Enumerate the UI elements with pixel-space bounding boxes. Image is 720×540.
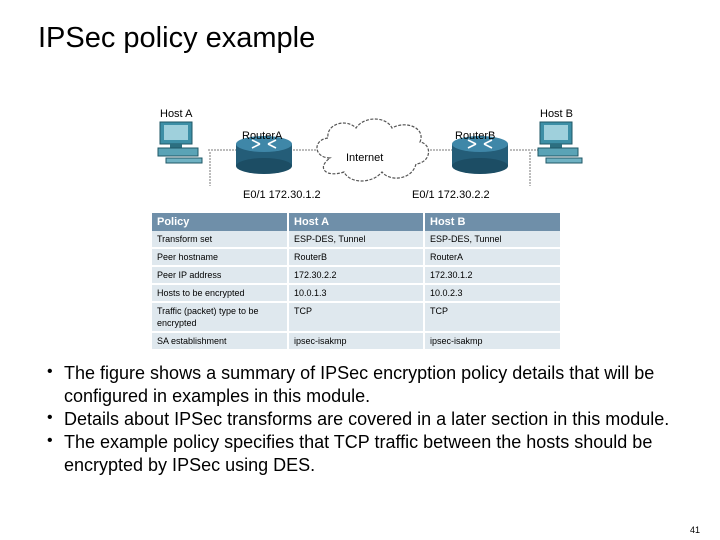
computer-icon [537, 121, 583, 164]
bullet-icon: • [47, 432, 53, 449]
topology-graphic [157, 118, 583, 186]
router-icon [236, 136, 292, 174]
router-a-label: RouterA [242, 130, 283, 142]
table-cell: 172.30.1.2 [424, 266, 562, 285]
table-row: Transform set ESP-DES, Tunnel ESP-DES, T… [152, 231, 562, 249]
table-row: SA establishment ipsec-isakmp ipsec-isak… [152, 332, 562, 351]
column-header: Host A [288, 213, 425, 231]
table-cell: Transform set [152, 231, 289, 249]
table-cell: 10.0.2.3 [424, 284, 562, 303]
bullet-text: The example policy specifies that TCP tr… [64, 432, 653, 475]
table-row: Traffic (packet) type to be encrypted TC… [152, 302, 562, 333]
bullet-icon: • [47, 363, 53, 380]
network-diagram [150, 100, 586, 346]
table-cell: 10.0.1.3 [288, 284, 425, 303]
table-cell: ESP-DES, Tunnel [424, 231, 562, 249]
host-a-label: Host A [160, 108, 193, 120]
table-cell: TCP [288, 302, 425, 333]
host-b-label: Host B [540, 108, 574, 120]
interface-b-label: E0/1 172.30.2.2 [412, 189, 490, 201]
interface-a-label: E0/1 172.30.1.2 [243, 189, 321, 201]
table-row: Peer hostname RouterB RouterA [152, 248, 562, 267]
cloud-icon [316, 118, 430, 182]
table-cell: Traffic (packet) type to be encrypted [152, 302, 289, 333]
table-cell: Hosts to be encrypted [152, 284, 289, 303]
table-cell: Peer hostname [152, 248, 289, 267]
table-cell: SA establishment [152, 332, 289, 351]
table-cell: 172.30.2.2 [288, 266, 425, 285]
column-header: Host B [424, 213, 562, 231]
column-header: Policy [152, 213, 289, 231]
policy-table: Policy Host A Host B Transform set ESP-D… [152, 213, 562, 351]
table-cell: RouterB [288, 248, 425, 267]
table-header-row: Policy Host A Host B [152, 213, 562, 231]
bullet-text: Details about IPSec transforms are cover… [64, 409, 670, 429]
slide-title: IPSec policy example [38, 22, 316, 54]
bullet-icon: • [47, 409, 53, 426]
bullet-item: • The figure shows a summary of IPSec enc… [47, 362, 710, 408]
bullet-text: The figure shows a summary of IPSec encr… [64, 363, 655, 406]
table-cell: RouterA [424, 248, 562, 267]
computer-icon [157, 121, 203, 164]
table-cell: ESP-DES, Tunnel [288, 231, 425, 249]
bullet-item: • The example policy specifies that TCP t… [47, 431, 710, 477]
router-icon [452, 136, 508, 174]
page-number: 41 [690, 525, 701, 535]
link-lines [208, 149, 540, 186]
table-row: Peer IP address 172.30.2.2 172.30.1.2 [152, 266, 562, 285]
cloud-label: Internet [346, 152, 384, 164]
bullet-list: • The figure shows a summary of IPSec enc… [47, 362, 710, 477]
table-cell: ipsec-isakmp [288, 332, 425, 351]
table-row: Hosts to be encrypted 10.0.1.3 10.0.2.3 [152, 284, 562, 303]
bullet-item: • Details about IPSec transforms are cove… [47, 408, 710, 431]
router-b-label: RouterB [455, 130, 496, 142]
table-cell: ipsec-isakmp [424, 332, 562, 351]
table-cell: Peer IP address [152, 266, 289, 285]
table-cell: TCP [424, 302, 562, 333]
